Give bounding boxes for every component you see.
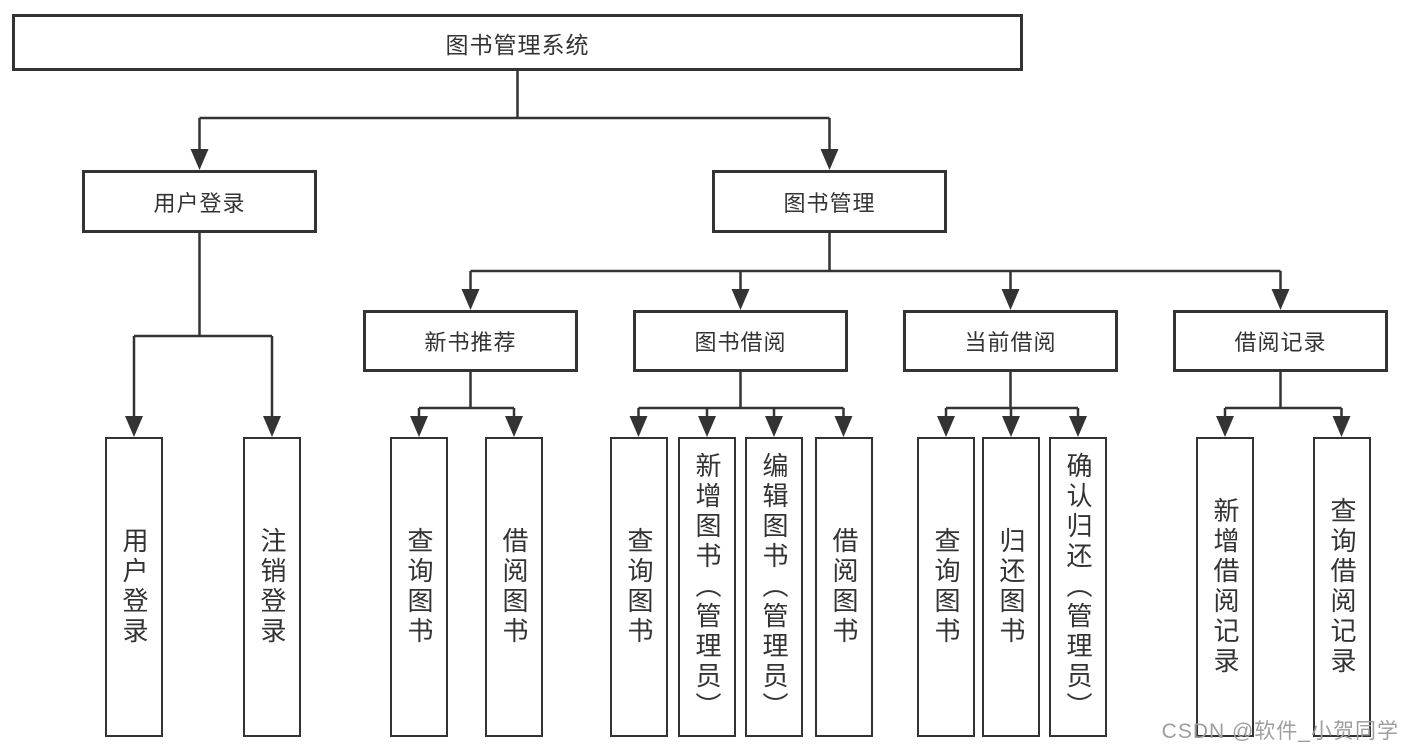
node-label: 用户登录 bbox=[119, 527, 149, 647]
csdn-watermark: CSDN @软件_小贺同学 bbox=[1161, 720, 1399, 743]
node-label: 借阅图书 bbox=[499, 527, 529, 647]
node-label: 新书推荐 bbox=[424, 330, 517, 355]
node-leaf-current-query-books: 查询图书 bbox=[917, 437, 975, 737]
node-leaf-query-borrow-record: 查询借阅记录 bbox=[1313, 437, 1371, 737]
node-label: 归还图书 bbox=[996, 527, 1026, 647]
node-label: 图书管理 bbox=[783, 190, 876, 216]
node-book-borrowing: 图书借阅 bbox=[633, 310, 848, 372]
node-leaf-return-books: 归还图书 bbox=[982, 437, 1040, 737]
node-leaf-recommend-query-books: 查询图书 bbox=[390, 437, 448, 737]
connector-book-borrow-children bbox=[629, 372, 853, 437]
node-label: 查询图书 bbox=[931, 527, 961, 647]
connector-current-borrow-children bbox=[937, 372, 1087, 437]
node-borrowing-records: 借阅记录 bbox=[1173, 310, 1388, 372]
node-leaf-logout: 注销登录 bbox=[243, 437, 301, 737]
node-leaf-confirm-return-admin: 确认归还（管理员） bbox=[1049, 437, 1107, 737]
node-label: 注销登录 bbox=[257, 527, 287, 647]
connector-root-to-level2 bbox=[190, 70, 839, 170]
node-label: 借阅图书 bbox=[829, 527, 859, 647]
node-label: 查询图书 bbox=[624, 527, 654, 647]
node-label: 确认归还（管理员） bbox=[1063, 452, 1093, 722]
node-leaf-user-login: 用户登录 bbox=[105, 437, 163, 737]
node-book-management: 图书管理 bbox=[712, 170, 947, 233]
node-label: 图书借阅 bbox=[694, 330, 787, 355]
node-label: 编辑图书（管理员） bbox=[759, 452, 789, 722]
node-new-book-recommendation: 新书推荐 bbox=[363, 310, 578, 372]
node-label: 图书管理系统 bbox=[445, 31, 590, 58]
node-label: 新增借阅记录 bbox=[1210, 497, 1240, 677]
node-leaf-recommend-borrow-books: 借阅图书 bbox=[485, 437, 543, 737]
node-label: 用户登录 bbox=[153, 190, 246, 216]
node-current-borrowing: 当前借阅 bbox=[903, 310, 1118, 372]
node-leaf-borrow-books: 借阅图书 bbox=[815, 437, 873, 737]
node-leaf-borrow-query-books: 查询图书 bbox=[610, 437, 668, 737]
connector-borrow-records-children bbox=[1216, 372, 1351, 437]
node-label: 当前借阅 bbox=[964, 330, 1057, 355]
node-label: 查询图书 bbox=[404, 527, 434, 647]
node-leaf-edit-books-admin: 编辑图书（管理员） bbox=[745, 437, 803, 737]
node-user-login: 用户登录 bbox=[82, 170, 317, 233]
node-label: 借阅记录 bbox=[1234, 330, 1327, 355]
node-leaf-add-borrow-record: 新增借阅记录 bbox=[1196, 437, 1254, 737]
node-book-management-system: 图书管理系统 bbox=[12, 14, 1023, 71]
connector-book-mgmt-to-level3 bbox=[461, 233, 1290, 310]
connector-user-login-children bbox=[125, 233, 281, 437]
node-label: 查询借阅记录 bbox=[1327, 497, 1357, 677]
connector-new-rec-children bbox=[410, 372, 523, 437]
node-leaf-add-books-admin: 新增图书（管理员） bbox=[678, 437, 736, 737]
node-label: 新增图书（管理员） bbox=[692, 452, 722, 722]
